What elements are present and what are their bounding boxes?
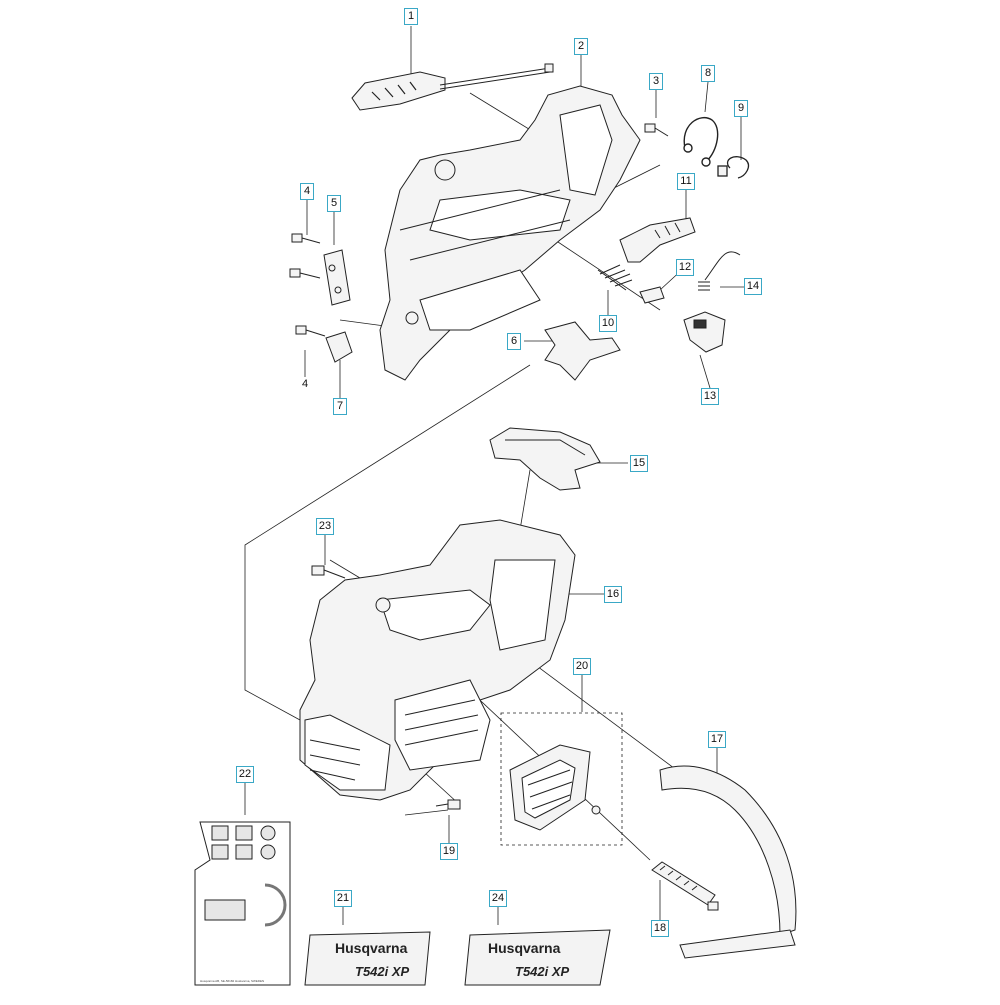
part-13-drawing	[683, 311, 726, 353]
callout-20: 20	[573, 658, 591, 675]
callout-23: 23	[316, 518, 334, 535]
assembly-guide-line	[244, 364, 531, 721]
callout-4: 4	[300, 183, 314, 200]
callout-1: 1	[404, 8, 418, 25]
callout-18: 18	[651, 920, 669, 937]
label-4-secondary: 4	[302, 378, 309, 390]
part-15-drawing	[489, 427, 601, 491]
callout-2: 2	[574, 38, 588, 55]
part-24-drawing	[464, 929, 611, 986]
part-3-drawing	[644, 123, 669, 137]
callout-13: 13	[701, 388, 719, 405]
callout-14: 14	[744, 278, 762, 295]
decal-24-brand: Husqvarna	[488, 940, 561, 956]
callout-21: 21	[334, 890, 352, 907]
decal-22-footer: Husqvarna AB, SE-56182 Huskvarna, SWEDEN	[200, 979, 264, 983]
part-2-drawing	[379, 85, 641, 381]
part-1-drawing	[351, 63, 554, 111]
callout-11: 11	[677, 173, 695, 190]
part-12-drawing	[639, 286, 665, 304]
part-23-drawing	[311, 565, 346, 579]
part-14-drawing	[698, 251, 741, 291]
callout-7: 7	[333, 398, 347, 415]
part-19-drawing	[435, 799, 461, 810]
callout-16: 16	[604, 586, 622, 603]
part-16-drawing	[299, 519, 576, 801]
callout-6: 6	[507, 333, 521, 350]
callout-8: 8	[701, 65, 715, 82]
callout-12: 12	[676, 259, 694, 276]
part-8-drawing	[683, 117, 719, 167]
decal-21-model: T542i XP	[355, 964, 410, 979]
part-9-drawing	[717, 156, 750, 179]
callout-24: 24	[489, 890, 507, 907]
callout-17: 17	[708, 731, 726, 748]
callout-19: 19	[440, 843, 458, 860]
callout-15: 15	[630, 455, 648, 472]
part-20-group-box	[500, 712, 623, 846]
callout-3: 3	[649, 73, 663, 90]
part-5-drawing	[323, 249, 351, 306]
part-6-drawing	[544, 321, 621, 381]
callout-10: 10	[599, 315, 617, 332]
decal-21-brand: Husqvarna	[335, 940, 408, 956]
part-18-drawing	[651, 861, 719, 911]
callout-5: 5	[327, 195, 341, 212]
decal-24-model: T542i XP	[515, 964, 570, 979]
part-11-drawing	[619, 217, 696, 263]
part-7-drawing	[325, 331, 353, 363]
part-4-drawing	[289, 233, 326, 337]
part-22-drawing	[194, 821, 291, 986]
part-20-drawing	[509, 744, 601, 831]
part-17-drawing	[659, 765, 797, 959]
callout-9: 9	[734, 100, 748, 117]
callout-22: 22	[236, 766, 254, 783]
part-21-drawing	[304, 931, 431, 986]
part-10-drawing	[597, 264, 633, 291]
